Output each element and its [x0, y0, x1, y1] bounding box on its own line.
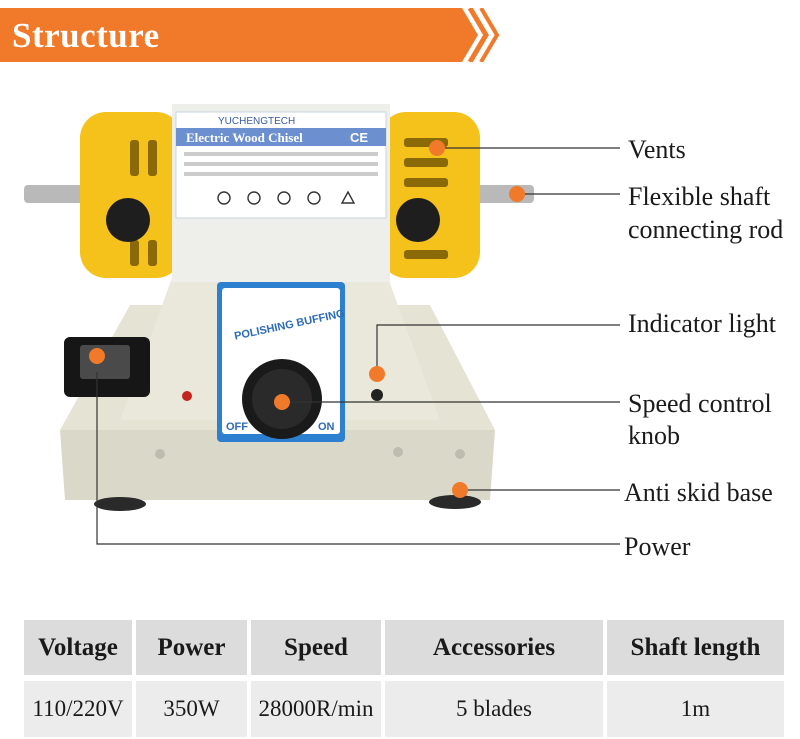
- brand-text: YUCHENGTECH: [218, 116, 295, 127]
- switch-on-text: ON: [318, 421, 335, 433]
- shaft-left: [24, 185, 84, 203]
- ce-mark: CE: [350, 130, 368, 145]
- structure-banner: Structure: [0, 8, 500, 62]
- indicator-light: [371, 389, 383, 401]
- spec-header: Shaft length: [605, 620, 784, 678]
- switch-off-text: OFF: [226, 421, 248, 433]
- spec-value: 350W: [134, 675, 251, 737]
- spec-header: Speed: [249, 620, 385, 678]
- callout-shaft-line2: connecting rod: [628, 215, 784, 244]
- label-title: Electric Wood Chisel: [186, 130, 303, 145]
- spec-value: 110/220V: [24, 675, 136, 737]
- indicator-marker: [369, 366, 385, 382]
- base-plate: [60, 430, 495, 500]
- product-illustration: YUCHENGTECH Electric Wood Chisel CE POLI…: [24, 104, 534, 511]
- callout-base: Anti skid base: [624, 478, 773, 507]
- knob-marker: [274, 394, 290, 410]
- motor-knob-right: [396, 198, 440, 242]
- callout-vents: Vents: [628, 135, 686, 164]
- shaft-marker: [509, 186, 525, 202]
- spec-table: Voltage Power Speed Accessories Shaft le…: [24, 620, 784, 737]
- base-marker: [452, 482, 468, 498]
- spec-value: 1m: [605, 675, 784, 737]
- callout-knob-line1: Speed control: [628, 389, 772, 418]
- vents-marker: [429, 140, 445, 156]
- callout-indicator: Indicator light: [628, 309, 777, 338]
- rubber-foot-left: [94, 497, 146, 511]
- spec-value: 5 blades: [383, 675, 607, 737]
- rubber-foot-right: [429, 495, 481, 509]
- power-led: [182, 391, 192, 401]
- callout-shaft-line1: Flexible shaft: [628, 182, 771, 211]
- callout-power: Power: [624, 532, 691, 561]
- callout-knob-line2: knob: [628, 421, 680, 450]
- spec-value: 28000R/min: [249, 675, 385, 737]
- banner-title: Structure: [12, 16, 160, 55]
- power-marker: [89, 348, 105, 364]
- spec-value-row: 110/220V 350W 28000R/min 5 blades 1m: [24, 675, 784, 737]
- spec-header: Voltage: [24, 620, 136, 678]
- spec-header: Accessories: [383, 620, 607, 678]
- motor-knob-left: [106, 198, 150, 242]
- spec-header: Power: [134, 620, 251, 678]
- spec-header-row: Voltage Power Speed Accessories Shaft le…: [24, 620, 784, 678]
